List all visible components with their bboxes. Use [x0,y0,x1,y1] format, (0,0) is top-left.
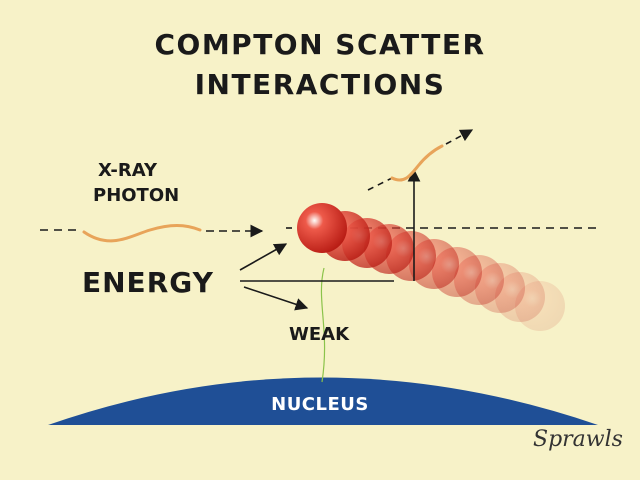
photon-wave [82,224,202,243]
scattered-dash-left [367,177,393,191]
energy-label: ENERGY [82,266,214,299]
weak-label: WEAK [289,324,350,345]
title-line-1: COMPTON SCATTER [154,28,486,61]
nucleus-label: NUCLEUS [271,394,369,415]
energy-arrow-down [243,286,309,311]
weak-field-line [320,267,326,383]
nucleus-dome [48,377,598,425]
signature: Sprawls [533,427,623,452]
title-line-2: INTERACTIONS [194,68,446,101]
scattered-arrow-line [445,129,474,145]
electron [297,203,347,253]
xray-label-line-2: PHOTON [93,185,180,206]
electron-trail [320,211,565,331]
scattered-photon-wave [390,144,444,182]
energy-arrow-up [239,243,288,271]
xray-label-line-1: X-RAY [98,160,157,181]
